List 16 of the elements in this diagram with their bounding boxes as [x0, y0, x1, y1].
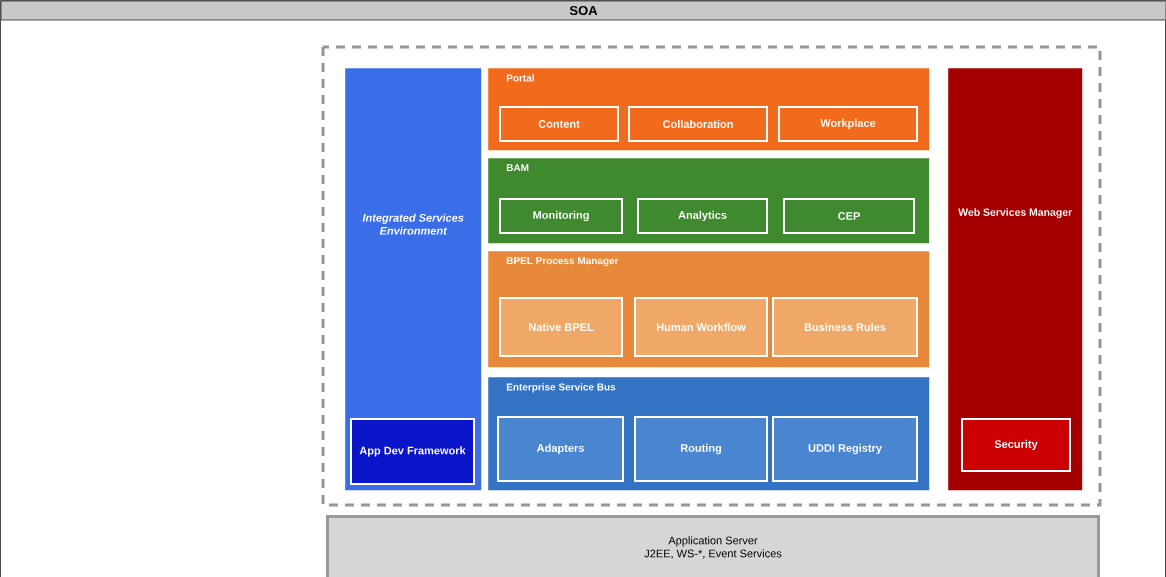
header-cell: SOA [0, 0, 1166, 21]
security-box: Security [961, 418, 1071, 472]
component-box: Content [499, 106, 619, 142]
component-box: Routing [634, 416, 768, 482]
component-box: Collaboration [628, 106, 768, 142]
component-box: Monitoring [499, 198, 623, 234]
component-box: UDDI Registry [772, 416, 918, 482]
component-box: Native BPEL [499, 297, 623, 357]
component-box: Human Workflow [634, 297, 768, 357]
framework-box: App Dev Framework [350, 418, 475, 485]
component-box: Business Rules [772, 297, 918, 357]
component-box: Workplace [778, 106, 918, 142]
component-box: Adapters [497, 416, 624, 482]
component-box: CEP [783, 198, 915, 234]
component-box: Analytics [637, 198, 768, 234]
server-bar: Application Server J2EE, WS-*, Event Services [326, 515, 1100, 577]
